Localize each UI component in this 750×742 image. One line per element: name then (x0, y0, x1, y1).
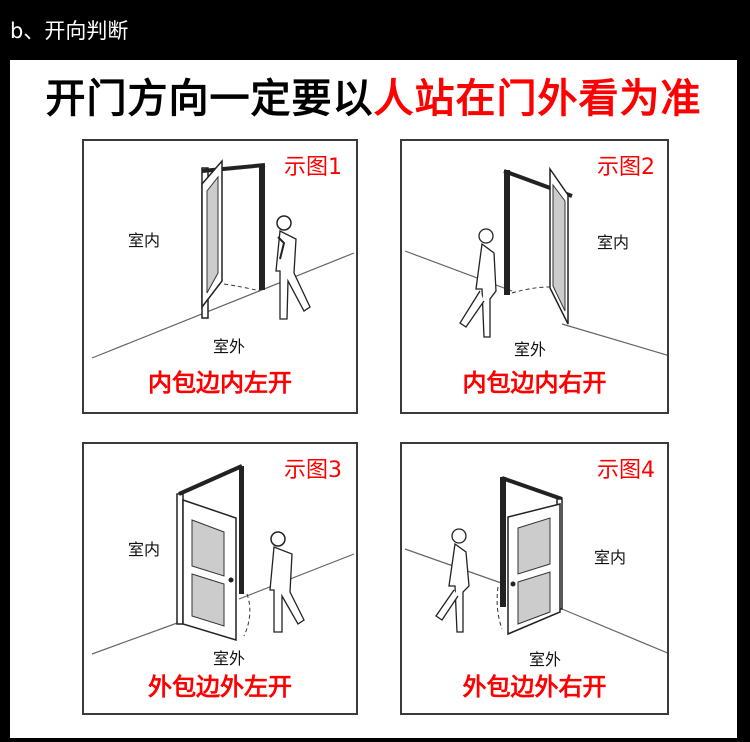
outdoor-label: 室外 (213, 649, 246, 668)
panel-caption: 外包边外右开 (462, 673, 607, 701)
headline-red-part: 人站在门外看为准 (373, 76, 702, 122)
content-page: 开门方向一定要以人站在门外看为准 示图1 室内 室外 内包边内左开 (10, 60, 737, 738)
figure-label: 示图4 (597, 458, 655, 483)
figure-label: 示图1 (284, 155, 342, 180)
panel-caption: 内包边内右开 (462, 369, 607, 397)
indoor-label: 室内 (597, 233, 630, 252)
indoor-label: 室内 (594, 548, 627, 567)
indoor-label: 室内 (128, 540, 161, 559)
headline: 开门方向一定要以人站在门外看为准 (10, 74, 737, 124)
diagram-panel-2: 示图2 室内 室外 内包边内右开 (400, 139, 669, 414)
diagram-panel-1: 示图1 室内 室外 内包边内左开 (82, 139, 358, 414)
header-title: b、开向判断 (10, 19, 129, 43)
outdoor-label: 室外 (213, 337, 246, 356)
headline-black-part: 开门方向一定要以 (45, 76, 374, 122)
door-illustration-icon (404, 476, 667, 654)
panel-caption: 外包边外左开 (148, 673, 292, 701)
outdoor-label: 室外 (514, 340, 547, 359)
figure-label: 示图3 (284, 458, 342, 483)
indoor-label: 室内 (128, 231, 161, 250)
outdoor-label: 室外 (529, 650, 562, 669)
door-illustration-icon (404, 166, 667, 356)
diagram-panel-3: 示图3 室内 室外 外包边外左开 (82, 442, 358, 715)
door-illustration-icon (91, 464, 355, 655)
panel-caption: 内包边内左开 (148, 369, 292, 397)
door-illustration-icon (91, 158, 355, 359)
figure-label: 示图2 (597, 155, 655, 180)
diagram-panel-4: 示图4 室内 室外 外包边外右开 (400, 442, 669, 715)
